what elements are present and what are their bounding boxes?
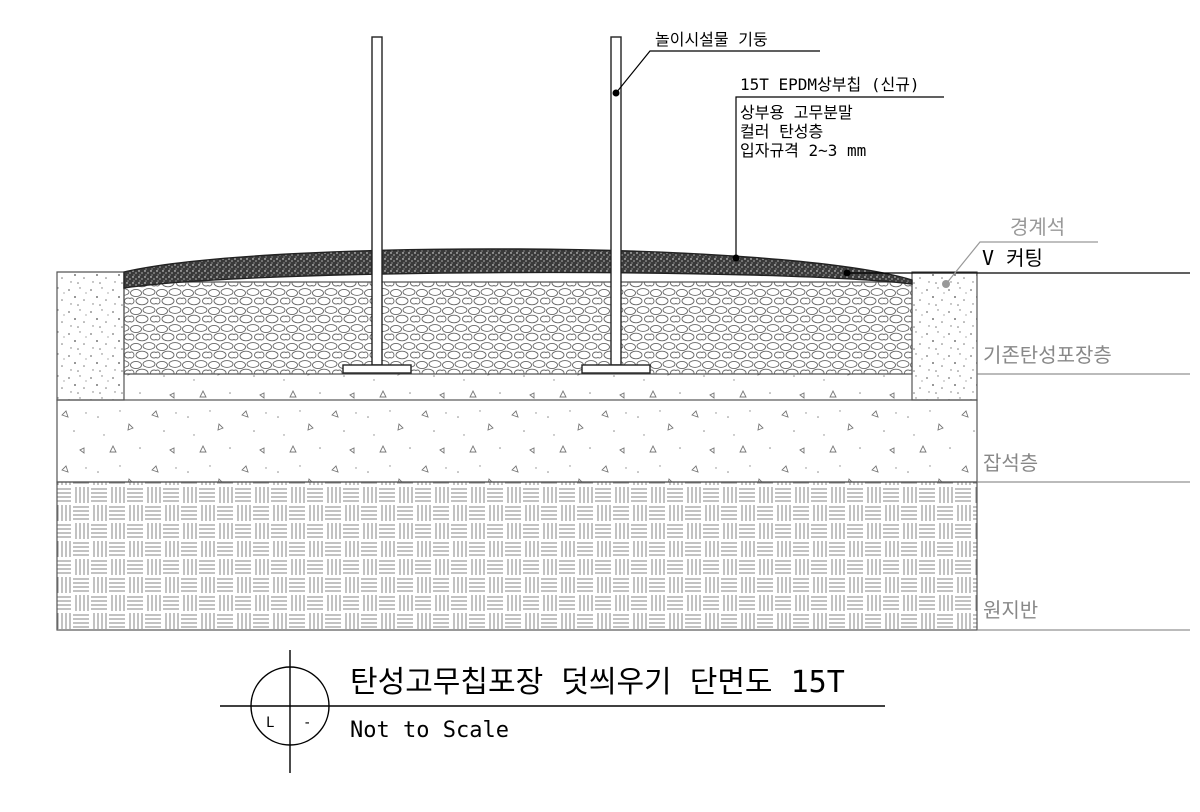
label-existing-layer: 기존탄성포장층 xyxy=(983,343,1112,367)
existing-elastic-layer xyxy=(123,281,913,375)
label-epdm-desc-1: 상부용 고무분말 xyxy=(740,103,853,122)
gravel-top-fill xyxy=(124,374,912,400)
label-curb: 경계석 xyxy=(1010,215,1065,239)
subgrade-layer xyxy=(56,481,978,631)
label-epdm-title: 15T EPDM상부칩 (신규) xyxy=(740,75,920,94)
post-right xyxy=(581,36,651,374)
epdm-top-layer xyxy=(123,248,913,289)
label-subgrade: 원지반 xyxy=(983,598,1038,622)
post-left xyxy=(342,36,412,374)
curb-left xyxy=(56,271,125,401)
label-gravel-layer: 잡석층 xyxy=(983,451,1038,475)
leader-epdm xyxy=(735,96,944,258)
title-symbol: L - xyxy=(220,650,885,773)
leader-post xyxy=(615,50,820,94)
title-symbol-left: L xyxy=(266,715,274,731)
drawing-title: 탄성고무칩포장 덧씌우기 단면도 15T xyxy=(350,665,845,700)
label-epdm-desc-2: 컬러 탄성층 xyxy=(740,122,823,141)
label-post: 놀이시설물 기둥 xyxy=(655,30,768,49)
drawing-scale: Not to Scale xyxy=(350,718,509,743)
curb-right xyxy=(911,271,978,401)
label-vcut: V 커팅 xyxy=(982,246,1043,270)
label-epdm-desc-3: 입자규격 2~3 mm xyxy=(740,141,866,160)
leader-curb xyxy=(945,241,1098,285)
title-symbol-right: - xyxy=(303,715,311,731)
gravel-layer xyxy=(56,399,978,483)
